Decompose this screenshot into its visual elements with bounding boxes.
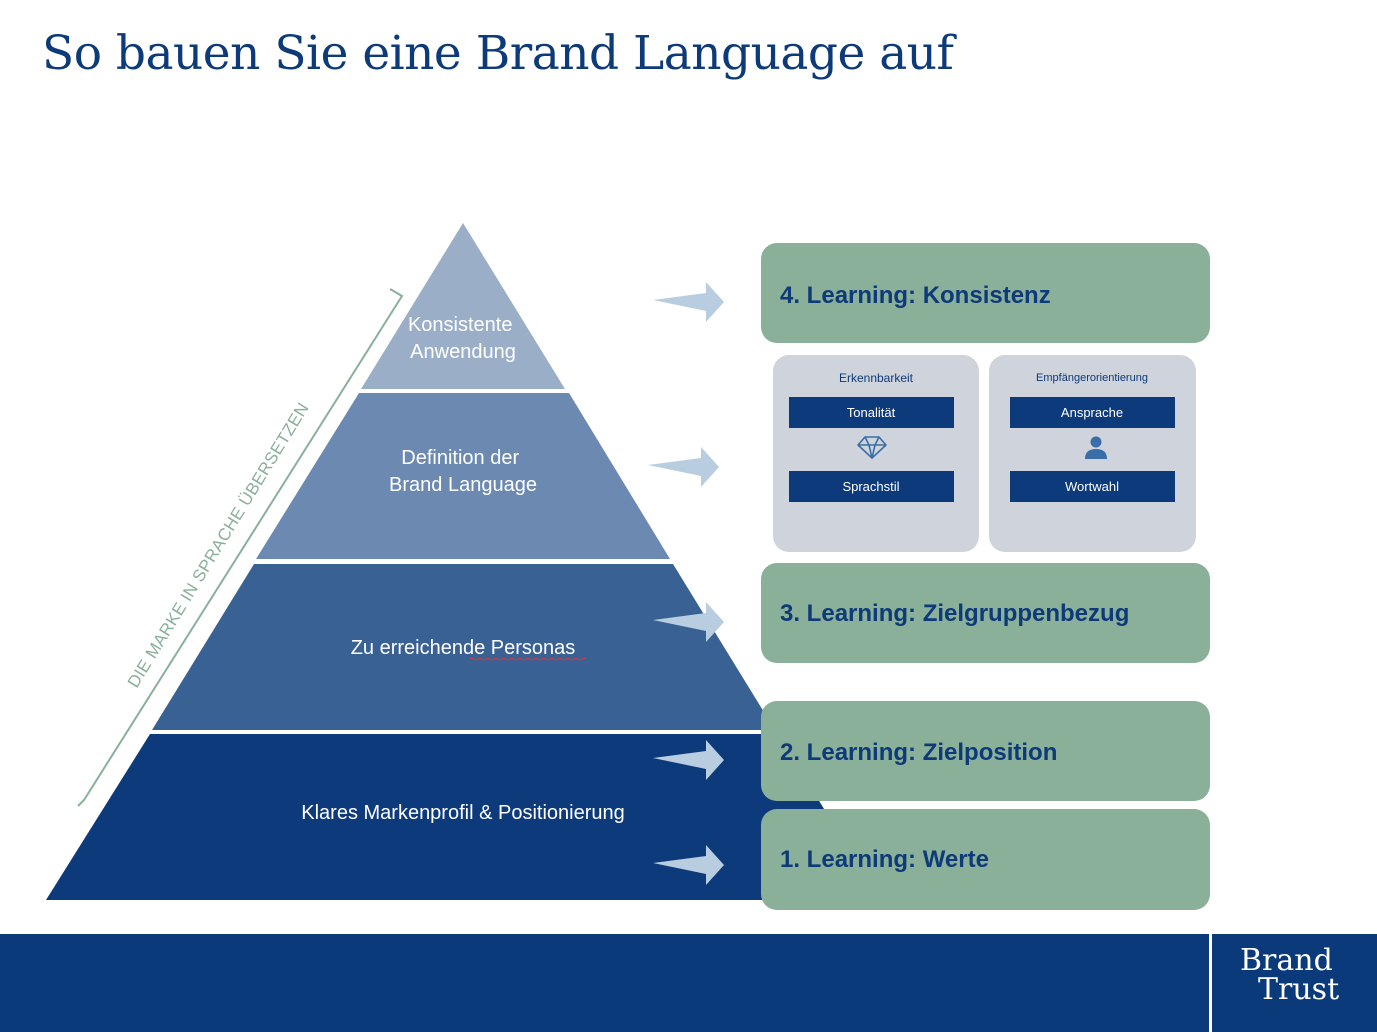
arrow-right-icon xyxy=(653,282,724,322)
pyramid-level-3 xyxy=(256,393,670,559)
learning-box-3: 3. Learning: Zielgruppenbezug xyxy=(761,563,1210,663)
diamond-icon xyxy=(857,436,887,459)
pyramid-level-1-label: Klares Markenprofil & Positionierung xyxy=(301,802,625,824)
pyramid-level-4-line-1: Konsistente xyxy=(408,314,513,336)
pyramid-level-2-label: Zu erreichende Personas xyxy=(351,637,576,659)
brand-language-diagram: Konsistente Anwendung Definition der Bra… xyxy=(46,223,1210,910)
chip-wortwahl: Wortwahl xyxy=(1065,479,1119,494)
learning-box-2-label: 2. Learning: Zielposition xyxy=(780,739,1057,766)
arrow-right-icon xyxy=(653,845,724,885)
pyramid-level-2 xyxy=(152,564,775,730)
pyramid-level-3-line-1: Definition der xyxy=(401,447,519,469)
spellcheck-underline xyxy=(469,657,587,661)
pyramid-level-4-line-2: Anwendung xyxy=(410,341,516,363)
learning-box-4-label: 4. Learning: Konsistenz xyxy=(780,282,1051,309)
logo-line-2: Trust xyxy=(1258,972,1340,1007)
pyramid-level-1 xyxy=(46,734,880,900)
card-erkennbarkeit: Erkennbarkeit Tonalität Sprachstil xyxy=(773,355,979,552)
pyramid-level-3-label: Definition der Brand Language xyxy=(389,447,537,496)
chip-tonalitaet: Tonalität xyxy=(847,405,896,420)
learning-box-4: 4. Learning: Konsistenz xyxy=(761,243,1210,343)
learning-box-3-label: 3. Learning: Zielgruppenbezug xyxy=(780,600,1129,627)
footer-bar: Brand Trust xyxy=(0,934,1377,1032)
brand-trust-logo: Brand Trust xyxy=(1240,943,1350,1007)
arrow-right-icon xyxy=(653,602,724,642)
card-erkennbarkeit-title: Erkennbarkeit xyxy=(839,371,914,385)
learning-box-2: 2. Learning: Zielposition xyxy=(761,701,1210,801)
footer-separator xyxy=(1209,934,1212,1032)
chip-ansprache: Ansprache xyxy=(1061,405,1123,420)
pyramid-level-4-label: Konsistente Anwendung xyxy=(408,314,518,363)
learning-box-1: 1. Learning: Werte xyxy=(761,809,1210,910)
person-icon xyxy=(1085,436,1107,459)
arrow-right-icon xyxy=(653,740,724,780)
page-title: So bauen Sie eine Brand Language auf xyxy=(42,26,954,81)
card-empfaengerorientierung-title: Empfängerorientierung xyxy=(1036,372,1148,384)
arrow-right-icon xyxy=(648,447,719,487)
pyramid-level-3-line-2: Brand Language xyxy=(389,474,537,496)
side-bracket xyxy=(77,288,404,807)
pyramid-level-4 xyxy=(361,223,565,389)
card-empfaengerorientierung: Empfängerorientierung Ansprache Wortwahl xyxy=(989,355,1196,552)
chip-sprachstil: Sprachstil xyxy=(842,479,899,494)
logo-line-1: Brand xyxy=(1240,943,1333,978)
learning-box-1-label: 1. Learning: Werte xyxy=(780,846,989,873)
